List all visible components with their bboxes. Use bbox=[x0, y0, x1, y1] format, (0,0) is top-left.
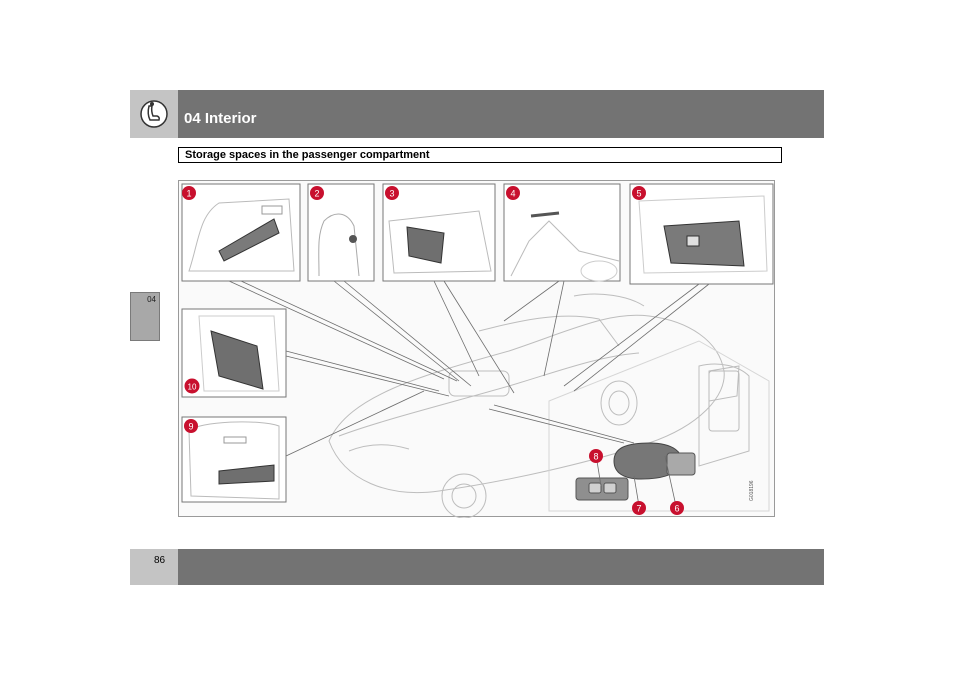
chapter-icon-box bbox=[130, 90, 178, 138]
callout-7: 7 bbox=[632, 501, 646, 515]
callout-10-label: 10 bbox=[188, 383, 197, 392]
chapter-title: 04 Interior bbox=[184, 110, 257, 127]
callout-8: 8 bbox=[589, 449, 603, 463]
callout-7-label: 7 bbox=[636, 504, 641, 514]
callout-5: 5 bbox=[632, 186, 646, 200]
callout-6: 6 bbox=[670, 501, 684, 515]
callout-3: 3 bbox=[385, 186, 399, 200]
callout-6-label: 6 bbox=[674, 504, 679, 514]
callout-9-label: 9 bbox=[188, 422, 193, 432]
console-drawing bbox=[575, 370, 740, 501]
footer-page-box bbox=[130, 549, 178, 585]
callout-4: 4 bbox=[506, 186, 520, 200]
footer-bar bbox=[178, 549, 824, 585]
storage-spaces-illustration: 1 2 3 4 5 6 7 8 bbox=[178, 180, 775, 518]
inset-1 bbox=[181, 183, 301, 282]
inset-2 bbox=[307, 183, 375, 282]
inset-9 bbox=[181, 416, 287, 503]
chapter-side-tab: 04 bbox=[130, 292, 160, 341]
callout-8-label: 8 bbox=[593, 452, 598, 462]
section-heading: Storage spaces in the passenger compartm… bbox=[178, 147, 782, 163]
callout-5-label: 5 bbox=[636, 189, 641, 199]
seat-icon bbox=[140, 100, 168, 128]
inset-3 bbox=[382, 183, 496, 282]
side-tab-label: 04 bbox=[147, 295, 156, 304]
callout-3-label: 3 bbox=[389, 189, 394, 199]
page-number: 86 bbox=[154, 555, 166, 566]
figure-code: G018196 bbox=[749, 480, 755, 501]
illustration-drawing bbox=[181, 183, 774, 518]
callout-10: 10 bbox=[184, 378, 200, 394]
car-drawing bbox=[328, 293, 770, 518]
callout-2-label: 2 bbox=[314, 189, 319, 199]
callout-2: 2 bbox=[310, 186, 324, 200]
callout-1: 1 bbox=[182, 186, 196, 200]
callout-9: 9 bbox=[184, 419, 198, 433]
callout-1-label: 1 bbox=[186, 189, 191, 199]
inset-10 bbox=[181, 308, 287, 398]
callout-4-label: 4 bbox=[510, 189, 515, 199]
inset-5 bbox=[629, 183, 774, 285]
inset-4 bbox=[503, 183, 621, 282]
leader-lines bbox=[228, 280, 710, 507]
callout-layer: 1 2 3 4 5 6 7 8 bbox=[182, 186, 684, 515]
chapter-header-bar bbox=[130, 90, 824, 138]
